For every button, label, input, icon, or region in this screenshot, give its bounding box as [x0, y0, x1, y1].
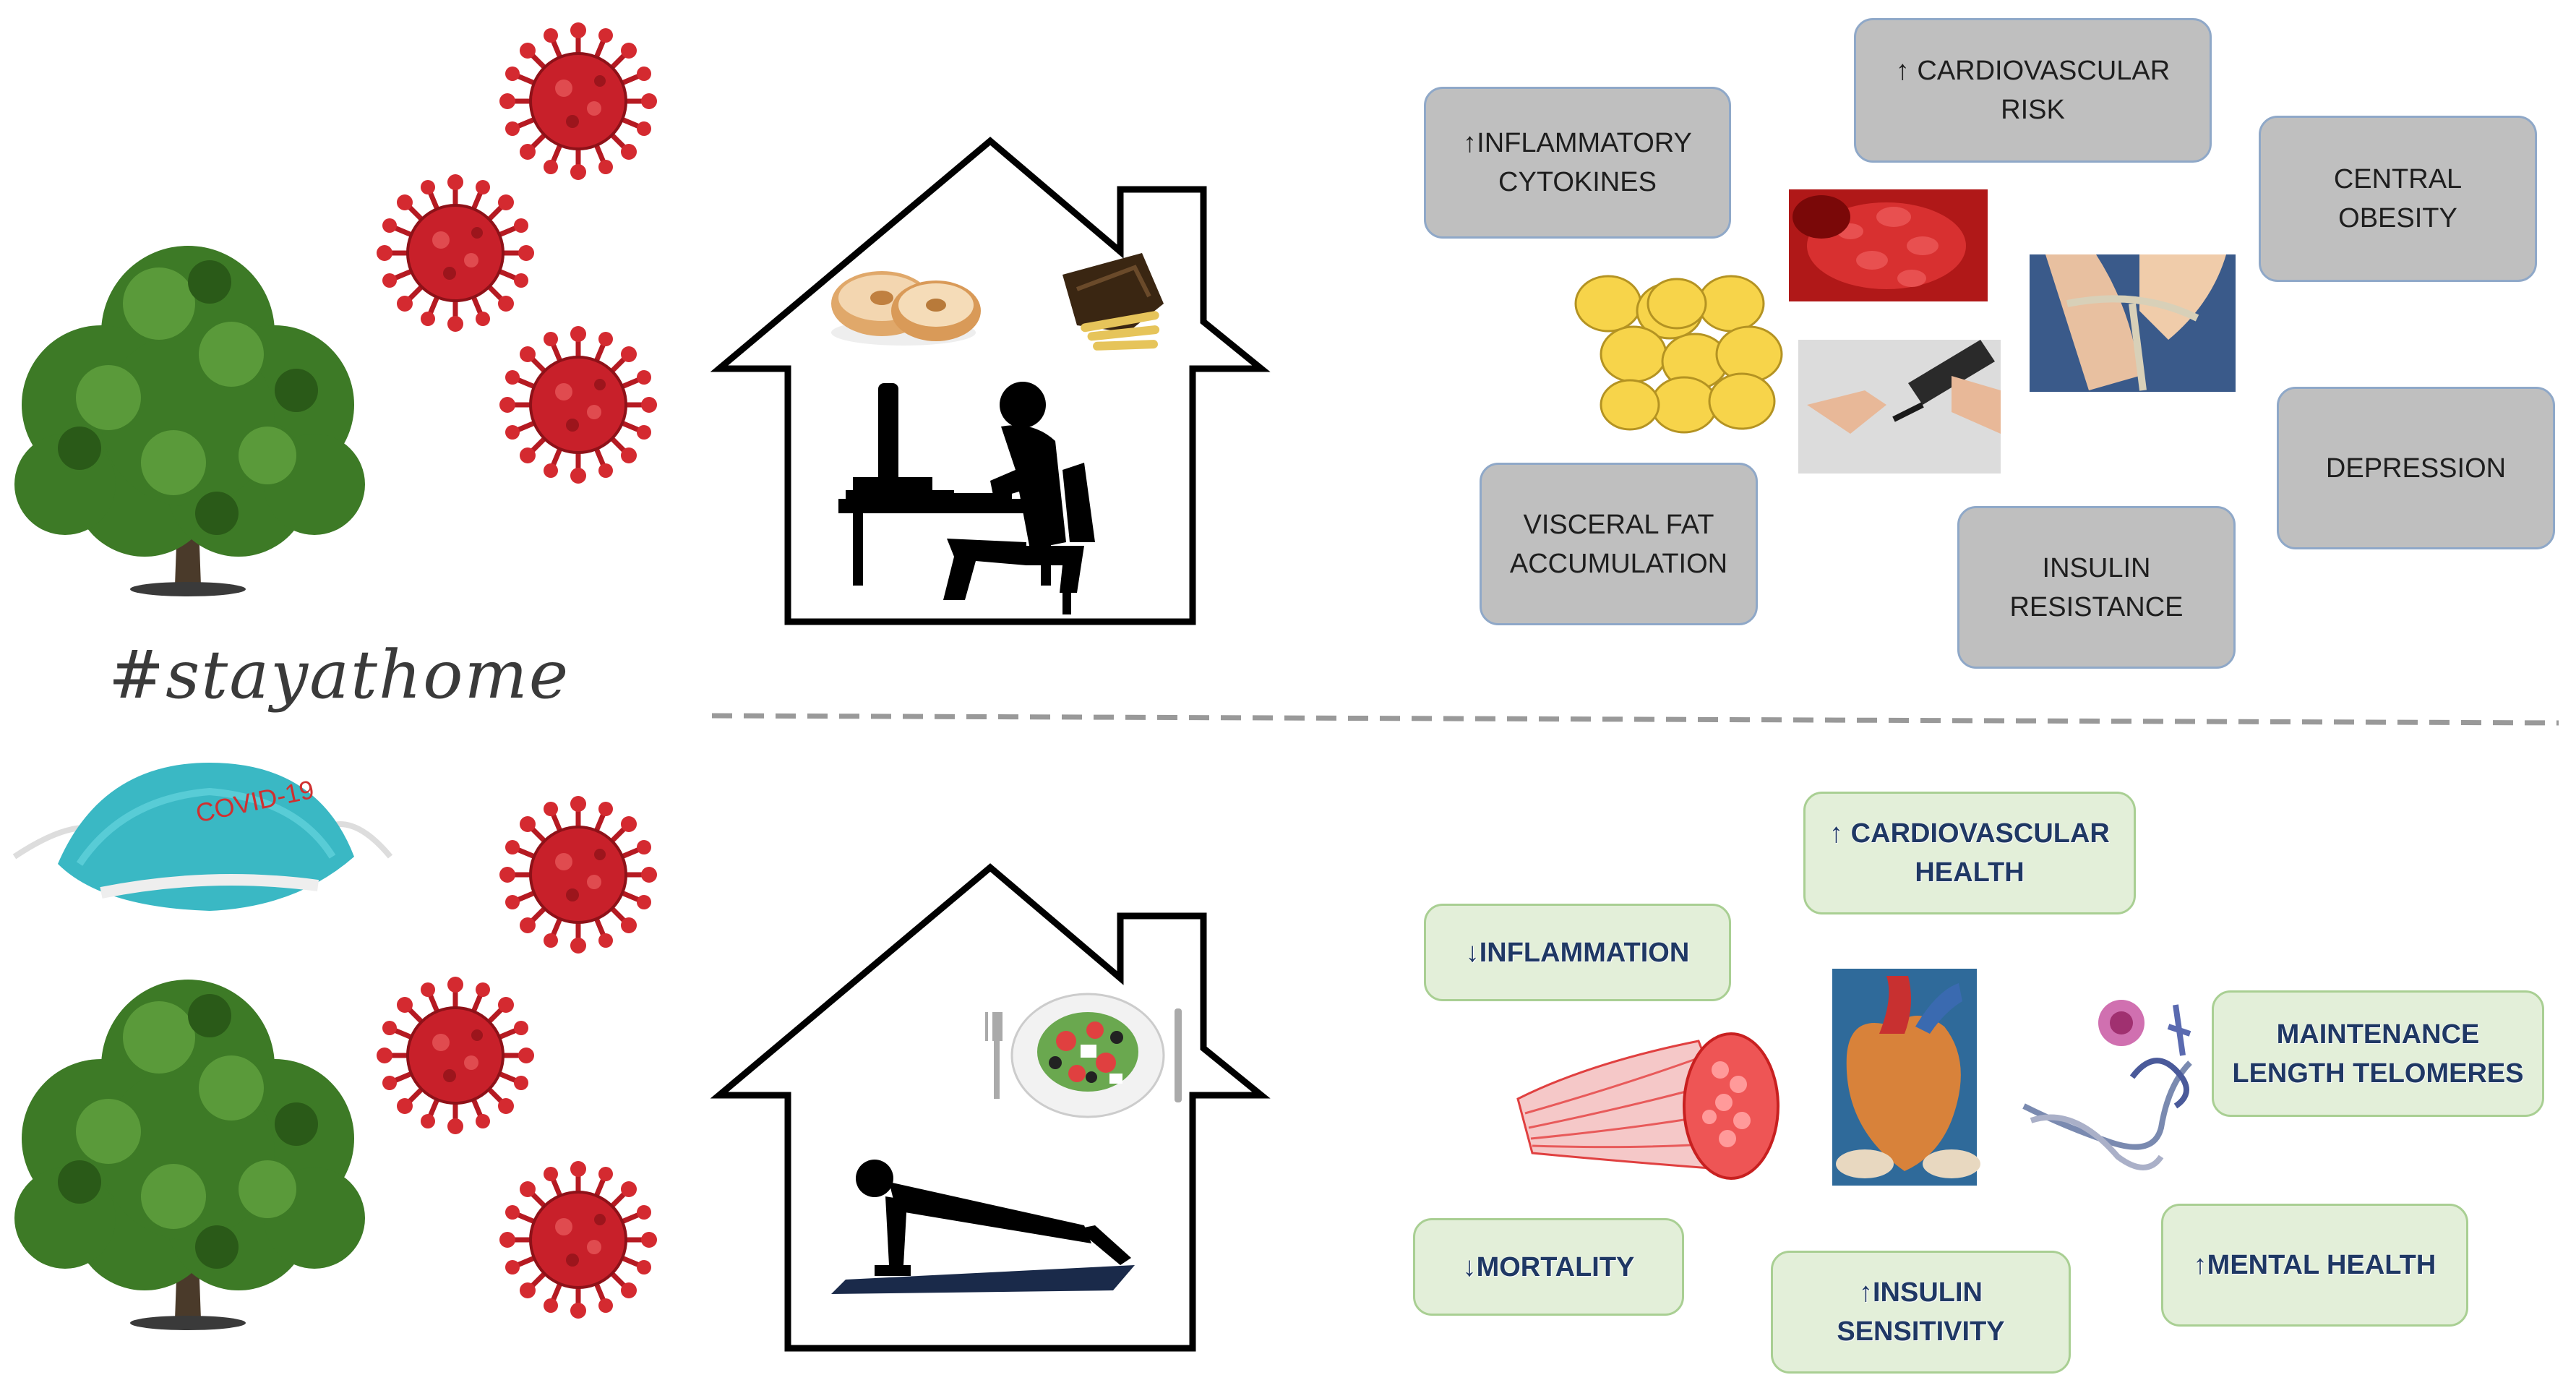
virus-icon — [499, 796, 657, 954]
muscle-fiber-icon — [1516, 1032, 1779, 1180]
visceral-fat-box: VISCERAL FAT ACCUMULATION — [1480, 463, 1758, 625]
chips-icon — [1062, 253, 1164, 351]
pushup-icon — [831, 1160, 1135, 1294]
inflammation-box: ↓INFLAMMATION — [1424, 904, 1731, 1001]
depression-box: DEPRESSION — [2277, 387, 2555, 549]
insulin-sensitivity-box: ↑INSULIN SENSITIVITY — [1771, 1251, 2071, 1374]
inflammatory-cytokines-box: ↑INFLAMMATORY CYTOKINES — [1424, 87, 1731, 239]
telomeres-box: MAINTENANCE LENGTH TELOMERES — [2212, 990, 2544, 1117]
salad-plate-icon — [985, 993, 1182, 1118]
donuts-icon — [831, 271, 981, 346]
blood-cells-icon — [1789, 189, 1988, 301]
virus-icon — [377, 174, 534, 332]
cardiovascular-risk-box: ↑ CARDIOVASCULAR RISK — [1854, 18, 2212, 163]
stayathome-hashtag: #stayathome — [108, 636, 570, 714]
virus-icon — [499, 1161, 657, 1319]
waist-measure-icon — [2030, 254, 2236, 392]
desk-worker-icon — [838, 382, 1095, 614]
mortality-box: ↓MORTALITY — [1413, 1218, 1684, 1316]
central-obesity-box: CENTRAL OBESITY — [2259, 116, 2537, 282]
tree-icon — [14, 246, 365, 596]
mental-health-box: ↑MENTAL HEALTH — [2161, 1204, 2468, 1327]
tree-icon — [14, 980, 365, 1330]
fat-cells-icon — [1574, 275, 1783, 434]
glucose-test-icon — [1798, 340, 2001, 474]
dna-telomere-icon — [2022, 1000, 2192, 1170]
divider-line — [711, 713, 2559, 726]
virus-icon — [499, 326, 657, 484]
heart-model-icon — [1832, 969, 1980, 1186]
virus-icon — [499, 22, 657, 180]
face-mask-icon: COVID-19 — [12, 763, 393, 911]
virus-icon — [377, 977, 534, 1134]
insulin-resistance-box: INSULIN RESISTANCE — [1957, 506, 2236, 669]
cardiovascular-health-box: ↑ CARDIOVASCULAR HEALTH — [1803, 792, 2136, 914]
